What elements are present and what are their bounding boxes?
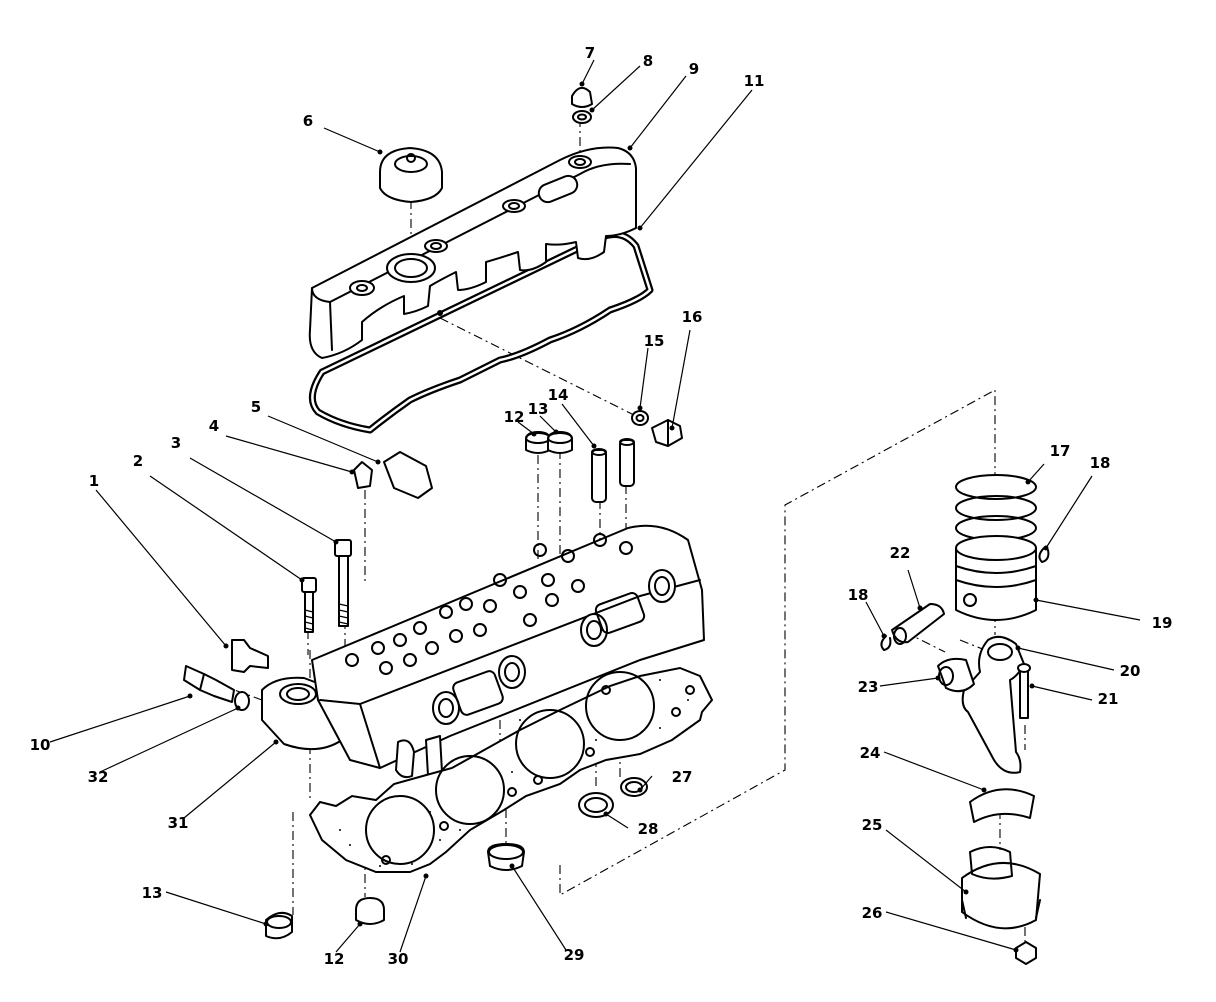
callout-32: 32: [88, 768, 109, 786]
callout-18-left: 18: [848, 586, 869, 604]
callout-25: 25: [862, 816, 883, 834]
cylinder-head: [311, 524, 705, 779]
head-gasket: [308, 666, 714, 873]
breather-bolt-and-washer: [631, 410, 683, 447]
callout-7: 7: [585, 44, 595, 62]
callout-22: 22: [890, 544, 911, 562]
oil-filler-cap: [379, 147, 443, 203]
callout-15: 15: [644, 332, 665, 350]
callout-1: 1: [89, 472, 99, 490]
expansion-plugs: [265, 897, 385, 940]
temperature-sender-and-plug: [183, 639, 269, 711]
callout-11: 11: [744, 72, 765, 90]
fitting-and-cover: [353, 451, 433, 499]
callout-12-bottom: 12: [324, 950, 345, 968]
callout-20: 20: [1120, 662, 1141, 680]
callout-10: 10: [30, 736, 51, 754]
callout-30: 30: [388, 950, 409, 968]
bearing-shells: [961, 788, 1041, 930]
head-bolts: [301, 539, 352, 633]
callout-labels: 7 8 9 11 6 5 4 3 2 1 10 32 31 15 16 12 1…: [30, 44, 1173, 968]
callout-16: 16: [682, 308, 703, 326]
callout-13-top: 13: [528, 400, 549, 418]
callout-17: 17: [1050, 442, 1071, 460]
leader-dots: [187, 81, 1049, 953]
leader-lines: [49, 59, 1141, 953]
cap-nut-and-washer: [571, 86, 593, 124]
callout-29: 29: [564, 946, 585, 964]
callout-5: 5: [251, 398, 261, 416]
callout-21: 21: [1098, 690, 1119, 708]
callout-31: 31: [168, 814, 189, 832]
callout-19: 19: [1152, 614, 1173, 632]
seal-rings-and-sleeve: [487, 777, 648, 871]
callout-13-bottom: 13: [142, 884, 163, 902]
callout-28: 28: [638, 820, 659, 838]
callout-8: 8: [643, 52, 653, 70]
callout-3: 3: [171, 434, 181, 452]
connecting-rod: [937, 635, 1031, 774]
callout-2: 2: [133, 452, 143, 470]
callout-14: 14: [548, 386, 569, 404]
callout-4: 4: [209, 417, 219, 435]
piston-rings: [955, 474, 1037, 541]
callout-9: 9: [689, 60, 699, 78]
callout-6: 6: [303, 112, 313, 130]
rocker-cover-gasket: [308, 230, 654, 434]
callout-12-top: 12: [504, 408, 525, 426]
callout-18-right: 18: [1090, 454, 1111, 472]
callout-26: 26: [862, 904, 883, 922]
rocker-cover: [308, 146, 637, 359]
piston-pin-and-clips: [880, 547, 1050, 651]
valve-seals-and-guides: [525, 431, 635, 503]
piston: [955, 535, 1037, 621]
rod-nut: [1015, 941, 1037, 965]
callout-24: 24: [860, 744, 881, 762]
callout-23: 23: [858, 678, 879, 696]
callout-27: 27: [672, 768, 693, 786]
